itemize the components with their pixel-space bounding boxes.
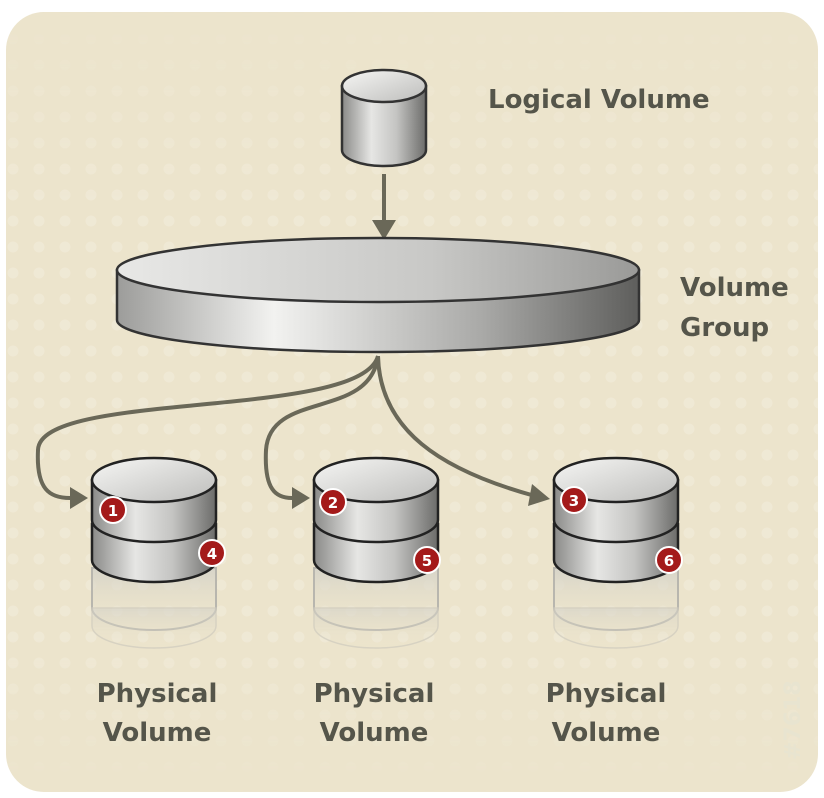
- svg-text:1: 1: [108, 502, 118, 520]
- pv2-label-line1: Physical: [314, 679, 435, 709]
- svg-text:3: 3: [569, 492, 579, 510]
- svg-text:4: 4: [207, 545, 217, 563]
- pv1-label-line1: Physical: [97, 679, 218, 709]
- figure-id-watermark: #7618: [781, 680, 806, 760]
- physical-volume-3-stack-icon: [552, 456, 680, 649]
- badge-4: 4: [198, 539, 226, 567]
- volume-group-label-line2: Group: [680, 313, 769, 343]
- pv1-label-line2: Volume: [103, 718, 212, 748]
- pv3-label-line1: Physical: [546, 679, 667, 709]
- pv2-label-line2: Volume: [320, 718, 429, 748]
- svg-text:5: 5: [422, 552, 432, 570]
- svg-text:6: 6: [664, 552, 674, 570]
- logical-volume-cylinder-icon: [340, 68, 428, 168]
- svg-text:2: 2: [328, 494, 338, 512]
- badge-1: 1: [99, 496, 127, 524]
- volume-group-disk-icon: [115, 236, 641, 354]
- badge-5: 5: [413, 546, 441, 574]
- badge-6: 6: [655, 546, 683, 574]
- lv-to-vg-arrowhead: [372, 220, 396, 240]
- pv3-label-line2: Volume: [552, 718, 661, 748]
- logical-volume-label: Logical Volume: [488, 85, 710, 115]
- pv3-arrowhead: [528, 484, 550, 506]
- vg-to-pv2-arrow: [263, 355, 380, 500]
- vg-to-pv1-arrow: [35, 355, 380, 500]
- pv2-arrowhead: [292, 487, 310, 509]
- physical-volume-1-stack-icon: [90, 456, 218, 649]
- volume-group-label-line1: Volume: [680, 273, 789, 303]
- badge-3: 3: [560, 486, 588, 514]
- vg-to-pv3-arrow: [376, 355, 536, 498]
- pv1-arrowhead: [70, 487, 88, 509]
- badge-2: 2: [319, 488, 347, 516]
